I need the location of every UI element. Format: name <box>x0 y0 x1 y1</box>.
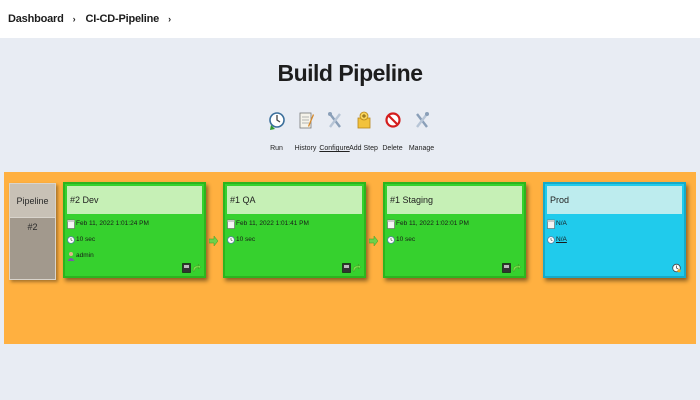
stage-card-qa[interactable]: #1 QA Feb 11, 2022 1:01:41 PM 10 sec <box>223 182 366 278</box>
stage-user: admin <box>76 252 94 259</box>
calendar-icon <box>547 219 555 229</box>
notepad-icon <box>299 112 314 129</box>
history-label: History <box>294 145 317 152</box>
clock-icon <box>67 235 75 244</box>
breadcrumb: Dashboard › CI-CD-Pipeline › <box>0 0 700 38</box>
manage-button[interactable]: Manage <box>407 108 436 158</box>
clock-icon <box>547 235 555 244</box>
trigger-clock-icon[interactable] <box>672 263 681 273</box>
manage-label: Manage <box>408 145 435 152</box>
stage-duration: 10 sec <box>236 236 256 243</box>
console-icon[interactable] <box>182 263 191 273</box>
pipeline-run-label: Pipeline #2 <box>9 183 56 280</box>
stage-title[interactable]: #2 Dev <box>67 186 202 214</box>
rerun-icon[interactable] <box>512 263 521 273</box>
run-button[interactable]: Run <box>262 108 291 158</box>
breadcrumb-pipeline[interactable]: CI-CD-Pipeline <box>85 13 160 25</box>
delete-label: Delete <box>382 145 403 152</box>
stage-duration: 10 sec <box>76 236 96 243</box>
add-step-icon <box>357 111 370 129</box>
add-step-label: Add Step <box>349 145 378 152</box>
breadcrumb-dropdown-chevron[interactable]: › <box>168 14 171 24</box>
stage-date: Feb 11, 2022 1:01:41 PM <box>236 220 309 227</box>
run-label: Run <box>270 145 283 152</box>
rerun-icon[interactable] <box>192 263 201 273</box>
stage-title[interactable]: #1 QA <box>227 186 362 214</box>
pipeline-number[interactable]: #2 <box>27 222 38 232</box>
stage-arrow-icon <box>369 236 378 246</box>
add-step-button[interactable]: Add Step <box>349 108 378 158</box>
stage-title[interactable]: Prod <box>547 186 682 214</box>
rerun-icon[interactable] <box>352 263 361 273</box>
pipeline-label: Pipeline <box>10 184 55 218</box>
stage-date: N/A <box>556 220 567 227</box>
stage-date: Feb 11, 2022 1:01:24 PM <box>76 220 149 227</box>
calendar-icon <box>227 219 235 229</box>
breadcrumb-dashboard[interactable]: Dashboard <box>8 13 64 25</box>
console-icon[interactable] <box>502 263 511 273</box>
calendar-icon <box>387 219 395 229</box>
stage-duration: 10 sec <box>396 236 416 243</box>
calendar-icon <box>67 219 75 229</box>
tools-icon <box>415 112 429 128</box>
run-clock-icon <box>268 112 285 130</box>
clock-icon <box>227 235 235 244</box>
breadcrumb-separator: › <box>72 14 76 24</box>
page-title: Build Pipeline <box>277 60 423 86</box>
pipeline-toolbar: Run History Configure Add Step <box>262 108 436 158</box>
stage-arrow-icon <box>209 236 218 246</box>
configure-button[interactable]: Configure <box>319 108 350 158</box>
clock-icon <box>387 235 395 244</box>
history-button[interactable]: History <box>291 108 320 158</box>
console-icon[interactable] <box>342 263 351 273</box>
configure-label[interactable]: Configure <box>319 145 350 152</box>
stage-card-dev[interactable]: #2 Dev Feb 11, 2022 1:01:24 PM 10 sec ad… <box>63 182 206 278</box>
tools-icon <box>327 112 341 128</box>
no-entry-icon <box>384 112 401 128</box>
stage-card-prod[interactable]: Prod N/A N/A <box>543 182 686 278</box>
stage-title[interactable]: #1 Staging <box>387 186 522 214</box>
delete-button[interactable]: Delete <box>378 108 407 158</box>
stage-duration[interactable]: N/A <box>556 236 567 243</box>
stage-date: Feb 11, 2022 1:02:01 PM <box>396 220 469 227</box>
stage-card-staging[interactable]: #1 Staging Feb 11, 2022 1:02:01 PM 10 se… <box>383 182 526 278</box>
user-icon <box>67 251 75 261</box>
